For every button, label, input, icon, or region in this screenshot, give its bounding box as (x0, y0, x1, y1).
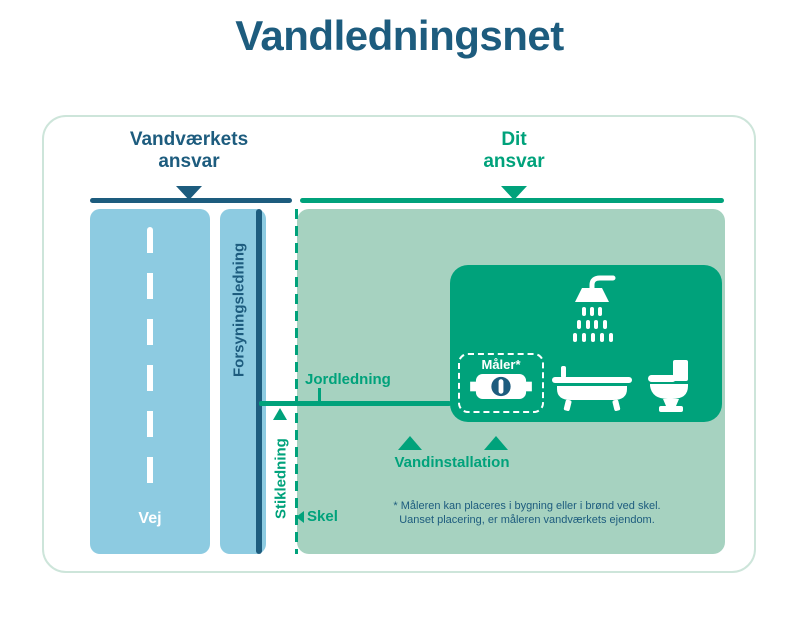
ground-pipe-tick (318, 388, 321, 402)
ground-line-label: Jordledning (305, 371, 391, 388)
supply-pipe-line (256, 209, 262, 554)
down-triangle-icon (501, 186, 527, 200)
heading-line: Dit (501, 129, 527, 150)
heading-line: ansvar (483, 151, 545, 172)
diagram-frame: Vandværkets ansvar Dit ansvar Vej Forsyn… (42, 115, 756, 573)
road: Vej (90, 209, 210, 554)
down-triangle-icon (176, 186, 202, 200)
water-meter-icon (470, 373, 532, 400)
left-arrow-icon (296, 510, 304, 523)
boundary-dashed-line (295, 209, 298, 554)
house: Måler* (450, 265, 722, 422)
road-centerline (147, 227, 153, 499)
toilet-icon (648, 360, 688, 412)
heading-line: Vandværkets (129, 129, 249, 150)
shower-icon (573, 275, 616, 342)
waterworks-bracket-line (90, 198, 292, 203)
meter-label: Måler* (481, 357, 521, 372)
page-title: Vandledningsnet (235, 12, 564, 59)
footnote-line: Uanset placering, er måleren vandværkets… (399, 514, 655, 526)
water-installation-label: Vandinstallation (394, 454, 510, 471)
boundary-label-group: Skel (296, 508, 338, 525)
footnote: * Måleren kan placeres i bygning eller i… (322, 499, 732, 527)
heading-line: ansvar (158, 151, 220, 172)
up-triangle-icon (484, 436, 508, 450)
ground-pipe-line (259, 401, 451, 406)
road-label: Vej (138, 510, 162, 527)
up-triangle-icon (273, 408, 287, 420)
up-triangle-icon (398, 436, 422, 450)
boundary-label: Skel (307, 508, 338, 525)
owner-bracket-line (300, 198, 724, 203)
waterworks-responsibility-heading: Vandværkets ansvar (89, 129, 289, 173)
bathtub-icon (552, 366, 632, 411)
footnote-line: * Måleren kan placeres i bygning eller i… (393, 500, 661, 512)
meter-badge: Måler* (458, 353, 544, 413)
service-line-label: Stikledning (272, 438, 290, 520)
owner-responsibility-heading: Dit ansvar (414, 129, 614, 173)
supply-line-label: Forsyningsledning (230, 242, 248, 377)
